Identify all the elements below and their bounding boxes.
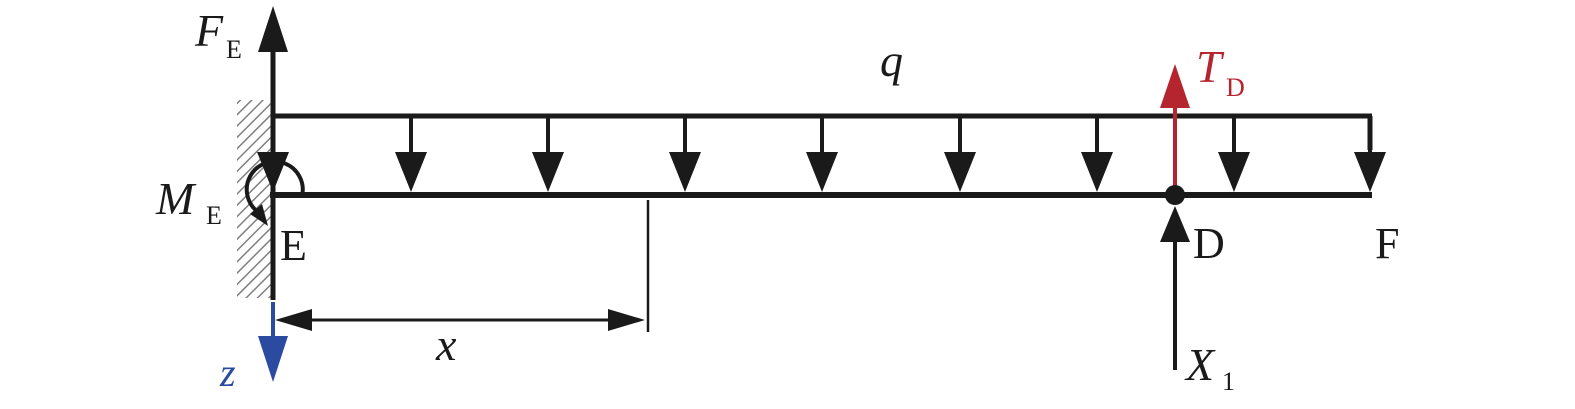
load-arrow-head (806, 152, 838, 192)
label-force-e-main: F (194, 5, 224, 56)
load-arrow-head (1354, 152, 1386, 192)
load-arrow-head (669, 152, 701, 192)
force-e-arrow (258, 6, 288, 110)
label-x1-sub: 1 (1222, 367, 1235, 396)
moment-e-arrow (244, 159, 305, 226)
label-axis-z: z (219, 350, 236, 395)
label-x1-main: X (1184, 339, 1216, 390)
label-moment-e-main: M (155, 173, 197, 224)
label-point-e: E (280, 221, 307, 270)
distance-x-dimension (275, 200, 650, 332)
load-arrow-head (1218, 152, 1250, 192)
x1-arrow (1160, 206, 1190, 370)
label-moment-e-sub: E (206, 201, 222, 230)
z-axis-arrow (258, 302, 288, 382)
label-tension-d-main: T (1196, 41, 1225, 92)
label-tension-d-sub: D (1226, 73, 1245, 102)
fixed-support-hatch (237, 100, 273, 298)
load-arrow-head (532, 152, 564, 192)
load-arrow-head (1081, 152, 1113, 192)
hinge-d-icon (1165, 185, 1185, 205)
label-load-q: q (880, 35, 903, 86)
load-arrow-head (944, 152, 976, 192)
load-arrow-head (395, 152, 427, 192)
load-arrows (257, 116, 1386, 192)
label-force-e-sub: E (226, 35, 242, 64)
label-point-f: F (1375, 219, 1399, 268)
tension-d-arrow (1160, 64, 1190, 192)
label-point-d: D (1193, 219, 1225, 268)
label-distance-x: x (435, 319, 457, 370)
